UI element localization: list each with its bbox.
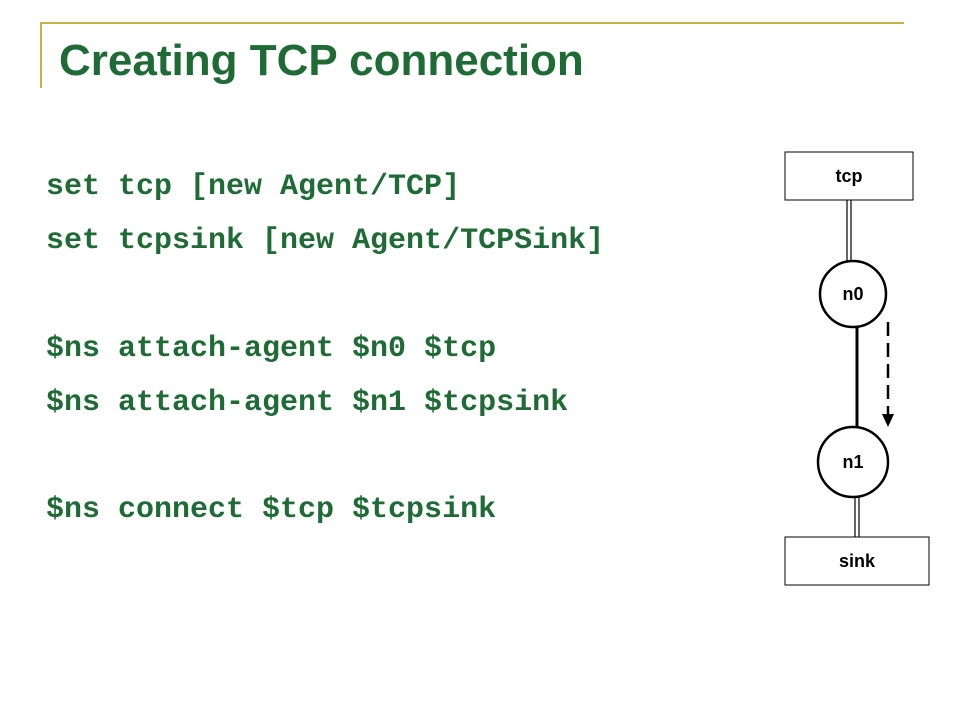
code-line-attach-tcp: $ns attach-agent $n0 $tcp bbox=[46, 332, 497, 366]
node-label-n0: n0 bbox=[842, 284, 863, 304]
node-n0 bbox=[818, 259, 888, 329]
code-line-connect: $ns connect $tcp $tcpsink bbox=[46, 493, 497, 527]
title-frame-left-rule bbox=[40, 22, 42, 88]
code-line-set-tcpsink: set tcpsink [new Agent/TCPSink] bbox=[46, 224, 605, 258]
agent-box-sink bbox=[784, 536, 930, 586]
node-label-n1: n1 bbox=[842, 452, 863, 472]
agent-label-tcp: tcp bbox=[836, 166, 863, 186]
code-line-set-tcp: set tcp [new Agent/TCP] bbox=[46, 170, 461, 204]
slide-title: Creating TCP connection bbox=[59, 36, 584, 85]
agent-box-tcp bbox=[784, 151, 914, 201]
agent-label-sink: sink bbox=[839, 551, 876, 571]
node-n1 bbox=[816, 425, 890, 499]
code-line-attach-tcpsink: $ns attach-agent $n1 $tcpsink bbox=[46, 386, 569, 420]
flow-arrow-head-icon bbox=[882, 414, 894, 427]
title-frame-top-rule bbox=[40, 22, 904, 24]
